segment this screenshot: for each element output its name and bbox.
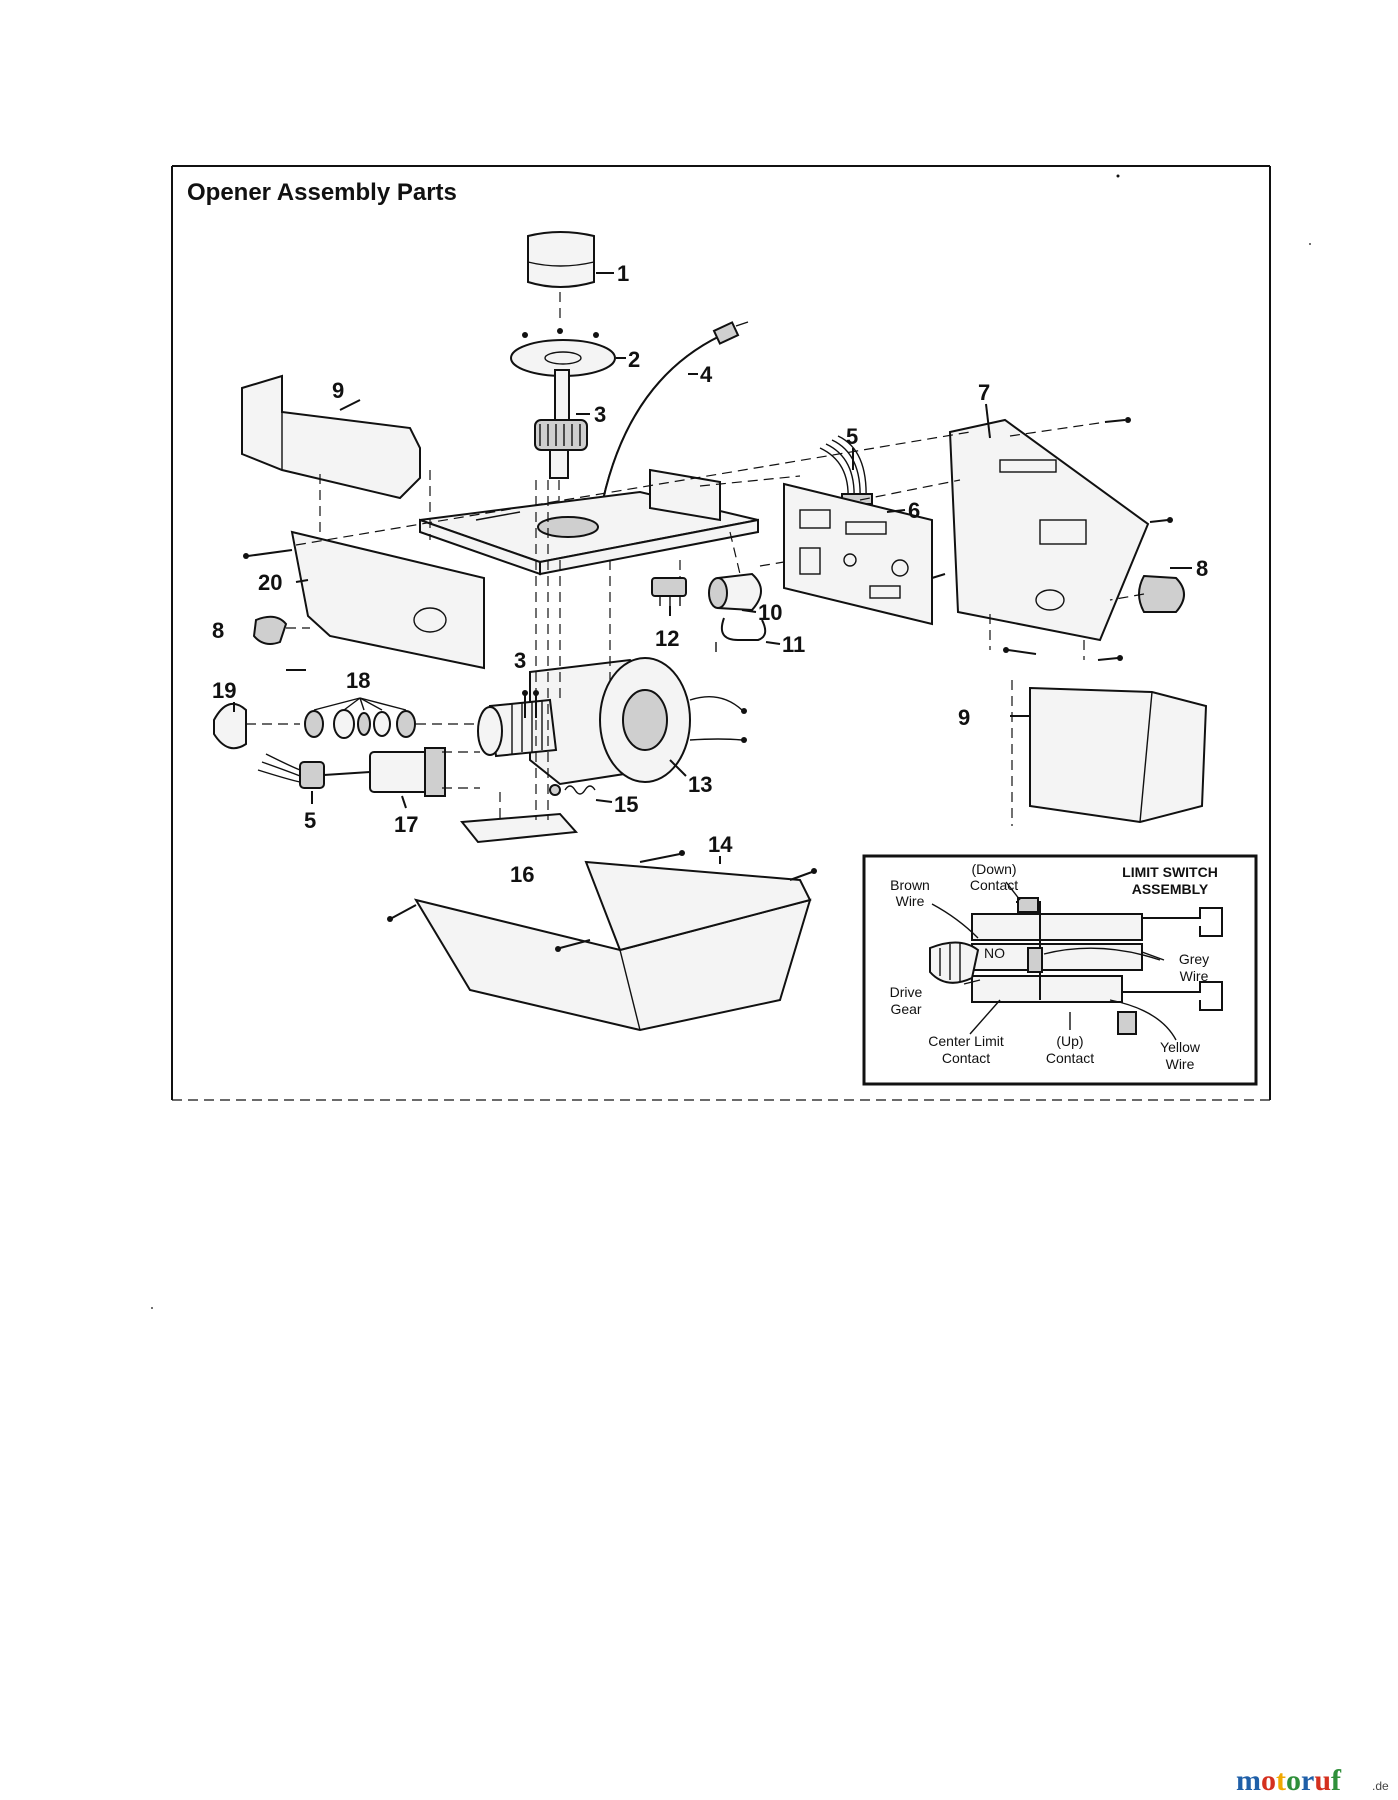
part-12-terminal-block (651, 577, 687, 606)
part-9-end-cover-right (1011, 680, 1208, 826)
callout-19: 19 (212, 678, 236, 703)
callout-16: 16 (510, 862, 534, 887)
screw-icon (1167, 517, 1173, 523)
label-down-contact-1: (Down) (971, 861, 1016, 877)
callout-17: 17 (394, 812, 418, 837)
callout-1: 1 (617, 261, 629, 286)
motoruf-watermark-logo: motoruf .de (1236, 1764, 1389, 1797)
screw-icon (555, 946, 561, 952)
screw-icon (811, 868, 817, 874)
screw-icon (1125, 417, 1131, 423)
part-2-mounting-plate (510, 328, 616, 377)
label-grey-wire-2: Wire (1180, 968, 1209, 984)
inset-title-line-1: LIMIT SWITCH (1122, 864, 1218, 880)
part-17-limit-switch (369, 747, 480, 797)
watermark-letter: o (1261, 1764, 1276, 1797)
watermark-letter: m (1236, 1764, 1261, 1797)
callout-9-right: 9 (958, 705, 970, 730)
label-brown-wire-2: Wire (896, 893, 925, 909)
label-center-limit-1: Center Limit (928, 1033, 1004, 1049)
part-8-knob-left (252, 615, 310, 645)
callout-6: 6 (908, 498, 920, 523)
wire-terminal-icon (741, 708, 747, 714)
label-center-limit-2: Contact (942, 1050, 990, 1066)
part-6-circuit-board (783, 482, 946, 626)
callout-10: 10 (758, 600, 782, 625)
callout-12: 12 (655, 626, 679, 651)
callout-8-left: 8 (212, 618, 224, 643)
callout-11: 11 (782, 632, 805, 657)
inset-nc-mark: NO (984, 945, 1005, 961)
label-down-contact-2: Contact (970, 877, 1018, 893)
part-18-washers (304, 697, 480, 739)
screw-icon (387, 916, 393, 922)
callout-5-top: 5 (846, 424, 858, 449)
assembly-guide-lines (295, 431, 971, 820)
part-9-end-cover-left (241, 374, 431, 540)
scan-speck (151, 1307, 153, 1309)
screw-icon (522, 690, 528, 696)
screw-icon (522, 332, 528, 338)
callout-18: 18 (346, 668, 370, 693)
part-13-motor (477, 657, 747, 786)
part-1-motor-cap (527, 231, 595, 320)
callout-8-right: 8 (1196, 556, 1208, 581)
screw-icon (593, 332, 599, 338)
callout-15: 15 (614, 792, 638, 817)
part-11-clip (715, 617, 767, 652)
part-7-rear-housing (948, 417, 1173, 661)
watermark-letter: o (1286, 1764, 1301, 1797)
callout-5-bottom: 5 (304, 808, 316, 833)
callout-2: 2 (628, 347, 640, 372)
screw-icon (243, 553, 249, 559)
part-10-light-socket (708, 572, 762, 612)
limit-switch-inset: LIMIT SWITCH ASSEMBLY NO Brown Wire (Dow… (862, 854, 1258, 1086)
part-15-spring (549, 784, 596, 796)
part-4-power-cord (602, 321, 749, 501)
callout-20: 20 (258, 570, 282, 595)
watermark-letter: r (1301, 1764, 1314, 1797)
label-drive-gear-2: Gear (890, 1001, 921, 1017)
callout-labels: 1 2 4 3 9 5 7 6 20 8 10 8 12 11 19 18 3 … (212, 261, 1208, 887)
callout-3-bottom: 3 (514, 648, 526, 673)
screw-icon (557, 328, 563, 334)
label-grey-wire-1: Grey (1179, 951, 1209, 967)
part-3-shaft-gear (534, 369, 588, 520)
watermark-letter: f (1331, 1764, 1342, 1797)
screw-icon (679, 850, 685, 856)
scan-speck (1116, 174, 1120, 178)
callout-leaders (233, 272, 1192, 864)
watermark-letter: u (1314, 1764, 1331, 1797)
part-19-end-cap (213, 702, 300, 750)
part-5-wire-harness-bottom (257, 753, 371, 789)
diagram-frame (171, 165, 1271, 1101)
callout-9-left: 9 (332, 378, 344, 403)
watermark-letter: t (1276, 1764, 1286, 1797)
label-yellow-wire-1: Yellow (1160, 1039, 1201, 1055)
callout-4: 4 (700, 362, 713, 387)
part-8-knob-right (1109, 574, 1185, 613)
label-drive-gear-1: Drive (890, 984, 923, 1000)
label-up-contact-1: (Up) (1056, 1033, 1083, 1049)
wire-terminal-icon (741, 737, 747, 743)
label-up-contact-2: Contact (1046, 1050, 1094, 1066)
callout-7: 7 (978, 380, 990, 405)
page-title: Opener Assembly Parts (187, 179, 457, 206)
part-16-bracket (460, 792, 579, 844)
screw-icon (1003, 647, 1009, 653)
part-20-side-panel (243, 530, 485, 670)
screw-icon (1117, 655, 1123, 661)
watermark-suffix: .de (1372, 1779, 1389, 1793)
callout-3-top: 3 (594, 402, 606, 427)
label-brown-wire-1: Brown (890, 877, 930, 893)
svg-text:motoruf: motoruf (1236, 1764, 1342, 1797)
label-yellow-wire-2: Wire (1166, 1056, 1195, 1072)
callout-14: 14 (708, 832, 733, 857)
callout-13: 13 (688, 772, 712, 797)
scan-speck (1309, 243, 1311, 245)
inset-title-line-2: ASSEMBLY (1132, 881, 1209, 897)
part-14-lens-cover (387, 850, 817, 1032)
